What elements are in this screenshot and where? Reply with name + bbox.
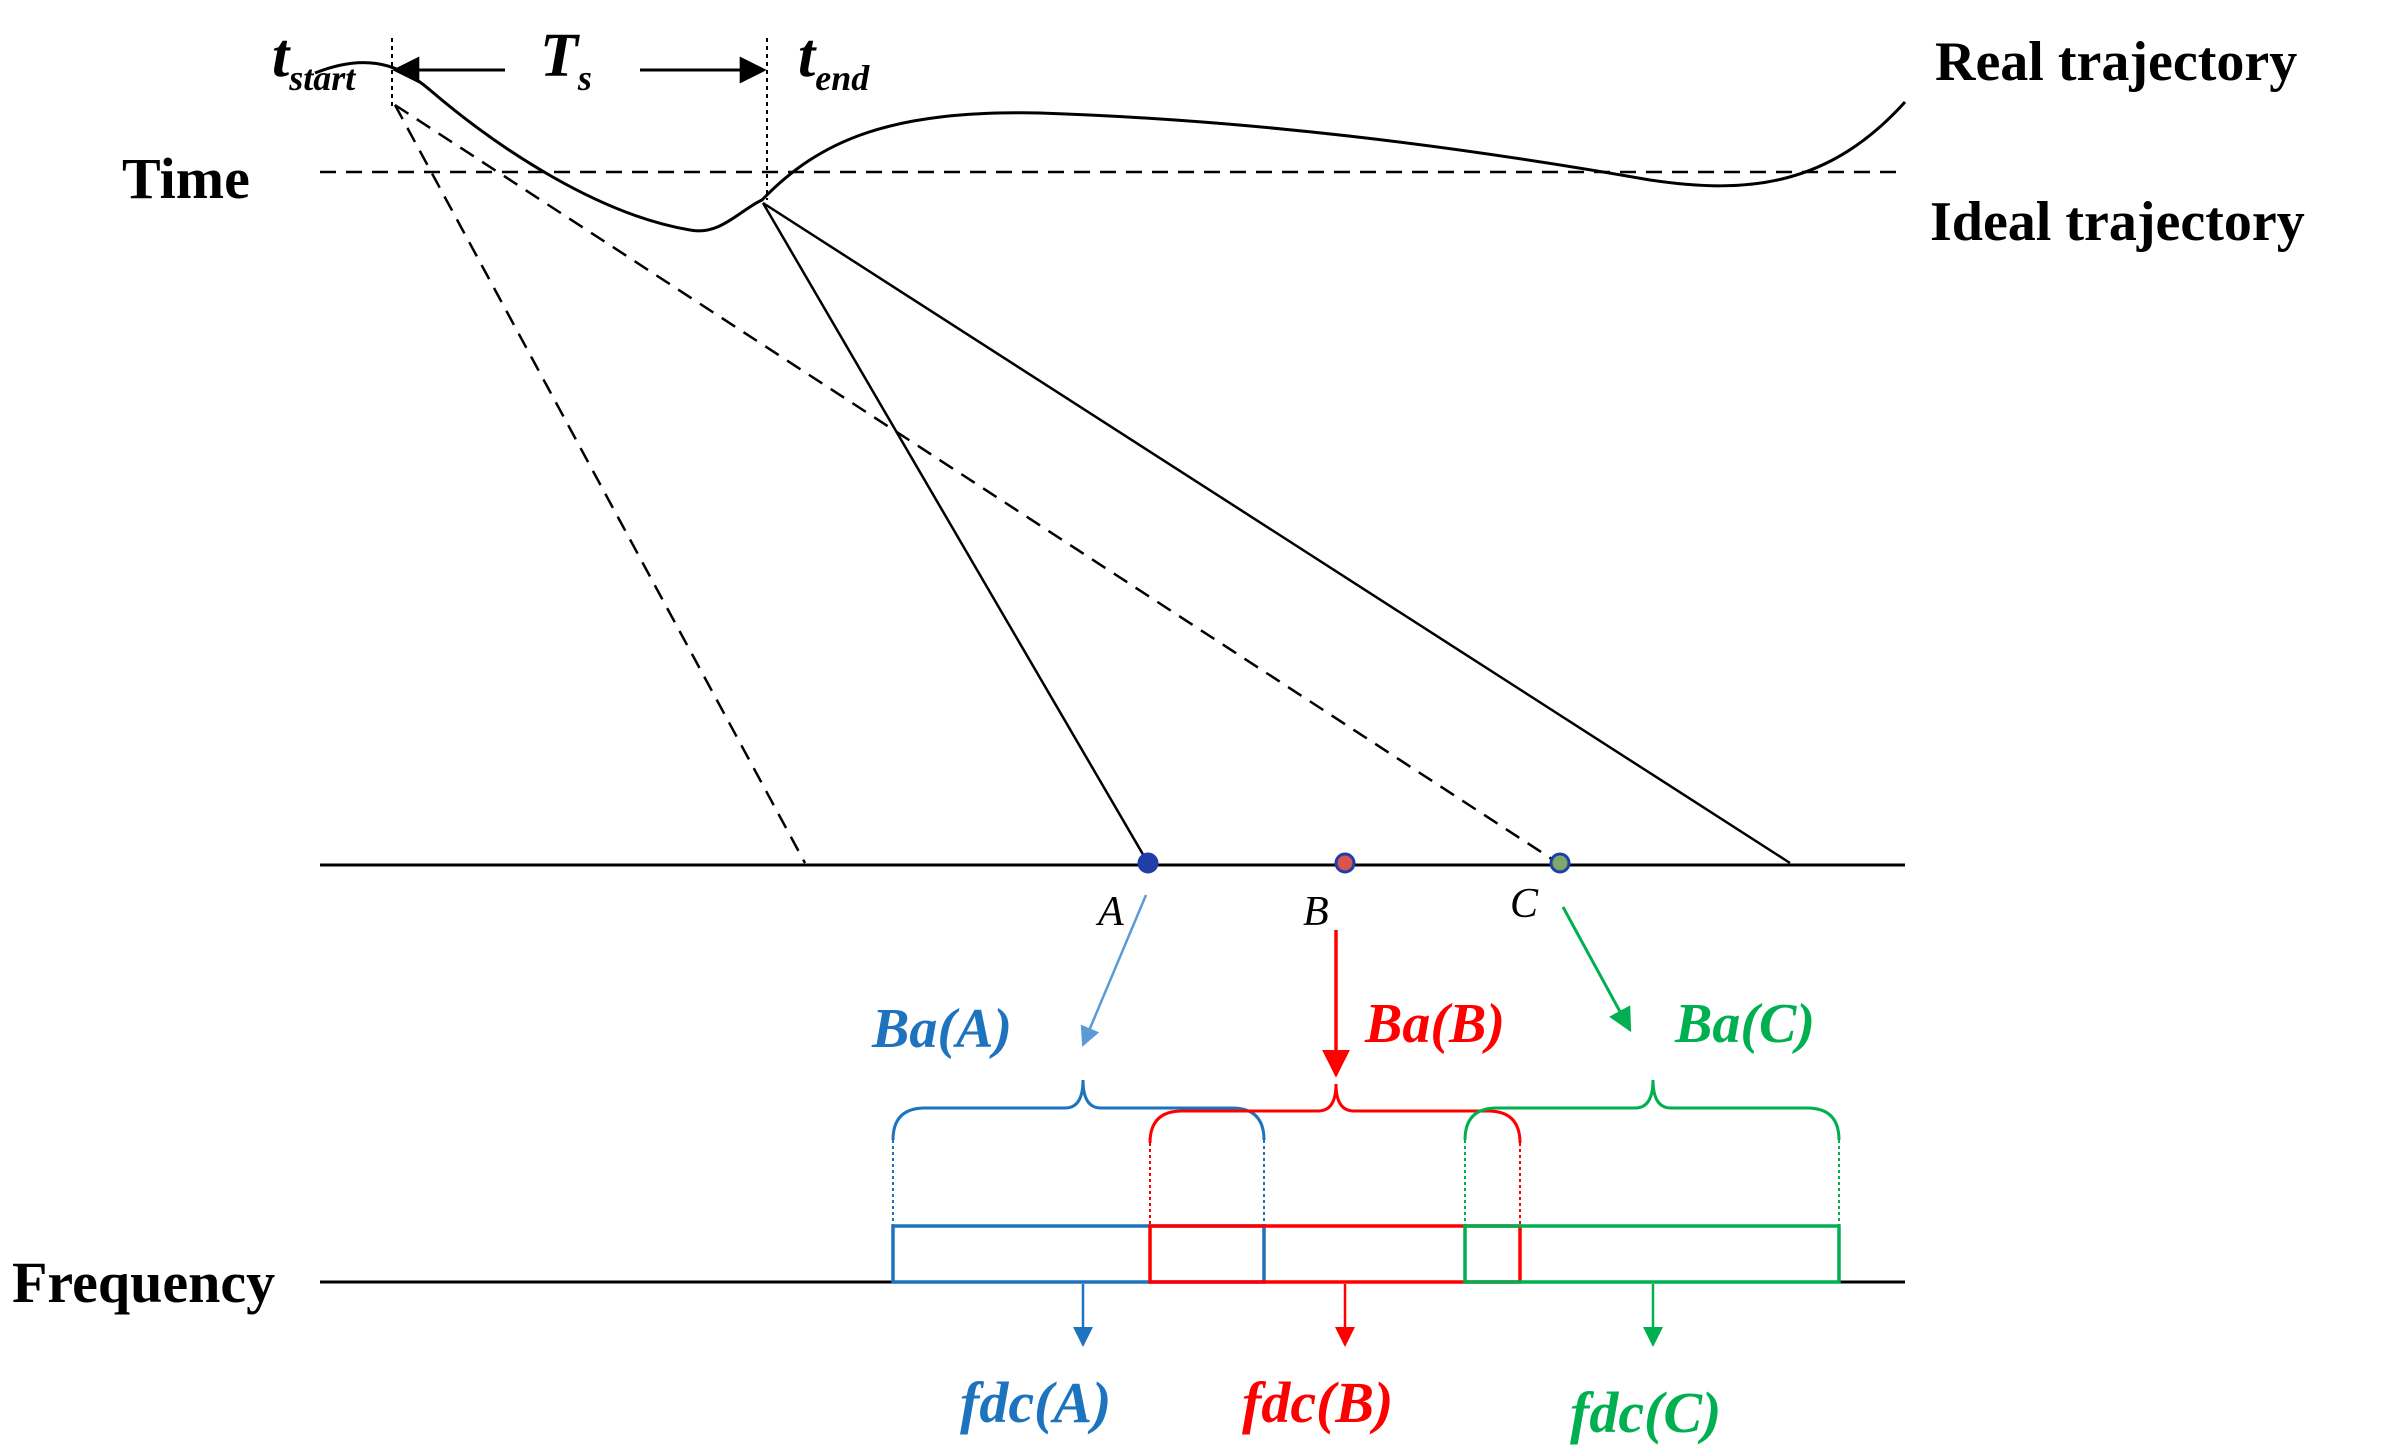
doppler-label-c: fdc(C) [1570,1380,1721,1445]
target-label-a: A [1095,889,1124,935]
beam-solid-end-far [762,201,1791,865]
arrow-c-to-ba [1561,906,1632,1033]
target-dot-b [1334,852,1356,874]
target-label-c: C [1510,881,1539,927]
target-dot-c [1549,852,1571,874]
real-trajectory-curve [314,61,1907,233]
brace-c [1463,1079,1841,1141]
doppler-label-a: fdc(A) [960,1370,1111,1435]
bandwidth-label-c: Ba(C) [1674,993,1815,1055]
time-axis-label: Time [122,146,250,211]
real-trajectory-label: Real trajectory [1935,31,2297,93]
target-dot-a [1137,852,1159,874]
band-b [1148,1224,1522,1284]
ts-label: Ts [540,22,592,98]
band-c [1463,1224,1841,1284]
t-start-label: tstart [272,22,356,98]
doppler-label-b: fdc(B) [1242,1370,1393,1435]
beam-dashed-start-near [393,104,807,864]
band-a [891,1224,1266,1284]
t-end-label: tend [798,22,870,98]
beam-solid-end-near [761,202,1150,864]
beam-dashed-start-far [394,103,1559,865]
target-label-b: B [1303,889,1329,935]
arrow-a-to-ba [1080,894,1148,1047]
ideal-trajectory-label: Ideal trajectory [1930,191,2305,253]
brace-b [1148,1083,1522,1144]
frequency-axis-label: Frequency [12,1250,275,1315]
bandwidth-label-a: Ba(A) [871,998,1012,1060]
bandwidth-label-b: Ba(B) [1364,993,1505,1055]
